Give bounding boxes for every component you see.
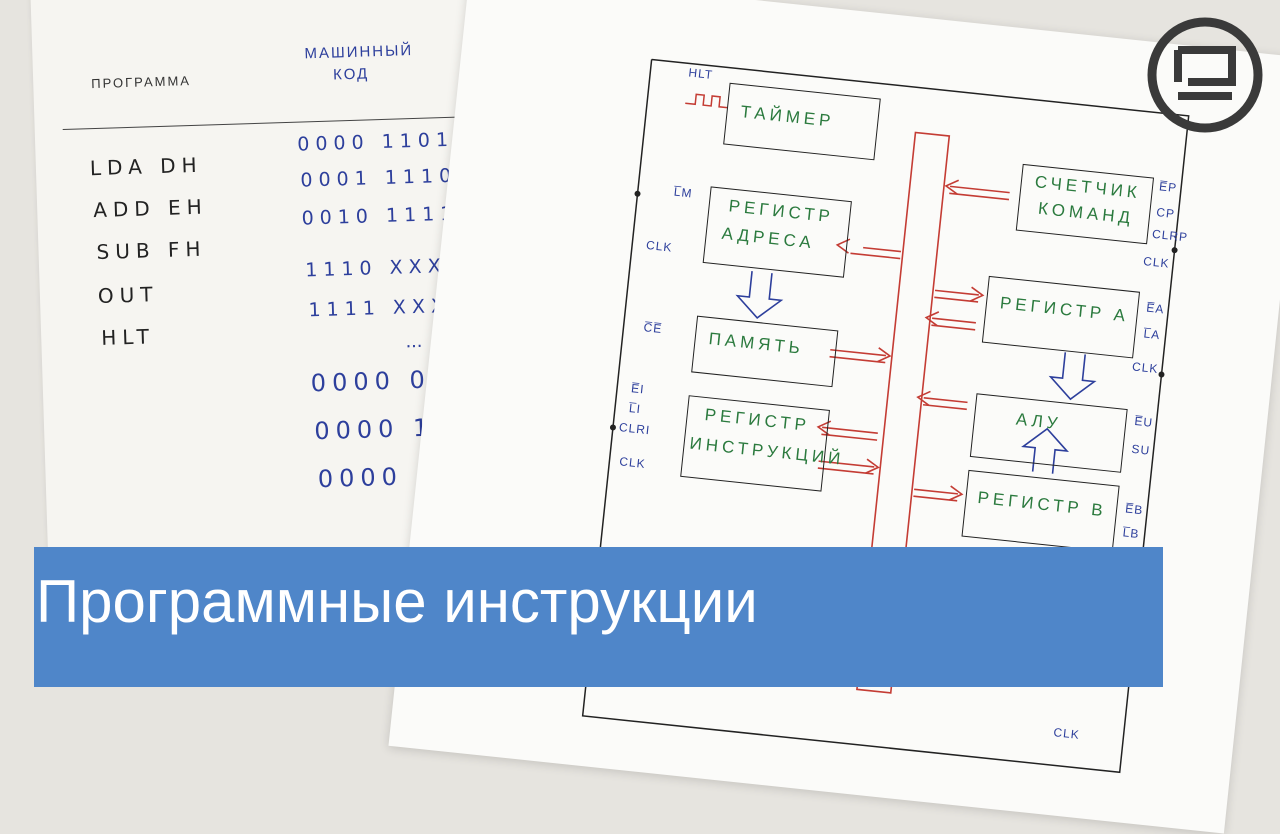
signal-lb: L̅B	[1122, 525, 1141, 542]
signal-ea: E̅A	[1145, 300, 1166, 317]
instruction-sub: SUB FH	[96, 236, 207, 265]
instruction-lda: LDA DH	[89, 152, 203, 181]
signal-su: SU	[1130, 441, 1151, 458]
photo-scene: ПРОГРАММА МАШИННЫЙ КОД A LDA DH ADD EH S…	[30, 0, 1280, 834]
machine-code-header-line2: КОД	[332, 65, 370, 84]
signal-eb: E̅B	[1124, 501, 1144, 518]
signal-ce: C̅E̅	[642, 320, 663, 337]
caption-title: Программные инструкции	[36, 568, 758, 635]
ellipsis: ...	[405, 329, 423, 353]
signal-clk-instruction: CLK	[618, 454, 647, 472]
signal-li: L̅I	[628, 401, 642, 417]
instruction-add: ADD EH	[92, 194, 209, 223]
signal-la: L̅A	[1142, 326, 1162, 343]
signal-hlt: HLT	[687, 65, 714, 82]
signal-ei: E̅I	[630, 381, 646, 397]
bus	[856, 131, 951, 694]
architecture-sheet: ТАЙМЕР СЧЕТЧИК КОМАНД РЕГИСТР АДРЕСА РЕГ…	[388, 0, 1280, 834]
machine-code-row-2: 0001 1110	[300, 164, 458, 192]
caption-banner	[34, 547, 1163, 687]
machine-code-header-line1: МАШИННЫЙ	[304, 42, 414, 63]
machine-code-row-1: 0000 1101	[296, 128, 455, 156]
program-header: ПРОГРАММА	[91, 72, 192, 92]
machine-code-row-5: 1111 XXX	[308, 294, 451, 322]
signal-eu: E̅U	[1133, 413, 1154, 430]
signal-cp: CP	[1155, 205, 1176, 221]
diagram-wires	[581, 58, 1190, 774]
signal-ep: E̅P	[1158, 179, 1178, 196]
channel-logo-icon	[1147, 17, 1263, 133]
instruction-out: OUT	[97, 282, 159, 309]
signal-clk-output: CLK	[1052, 725, 1081, 742]
machine-code-row-3: 0010 1111	[301, 202, 459, 230]
signal-clk-address: CLK	[645, 237, 674, 255]
signal-clk-counter: CLK	[1142, 254, 1171, 271]
instruction-hlt: HLT	[100, 324, 156, 350]
signal-clk-register-a: CLK	[1131, 359, 1160, 377]
signal-lm: L̅M	[673, 184, 694, 201]
